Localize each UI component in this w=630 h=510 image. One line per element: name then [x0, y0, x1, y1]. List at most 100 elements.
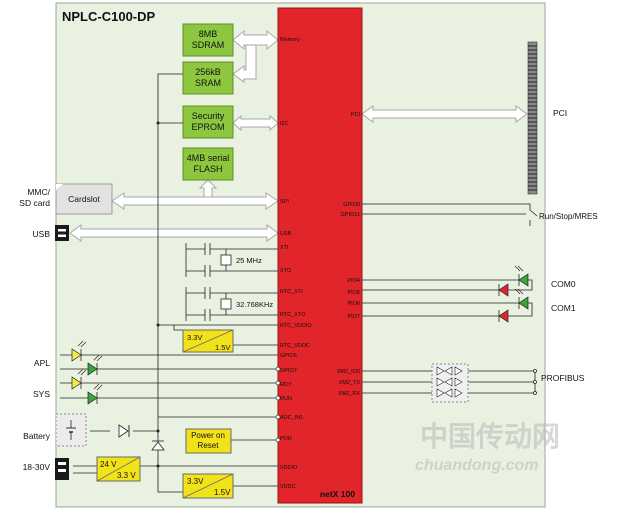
profibus-label: PROFIBUS [541, 373, 585, 383]
pin-pio6: PIO6 [347, 301, 360, 307]
svg-text:1.5V: 1.5V [214, 488, 231, 497]
pin-rtc-xti: RTC_XTI [280, 289, 303, 295]
svg-text:24 V: 24 V [100, 460, 117, 469]
pin-rdy: RDY [280, 382, 292, 388]
pin-pio7: PIO7 [347, 314, 360, 320]
apl-label: APL [34, 358, 50, 368]
svg-text:3.3 V: 3.3 V [117, 471, 136, 480]
svg-text:3.3V: 3.3V [187, 333, 202, 342]
svg-text:Power on: Power on [191, 431, 225, 440]
pin-rtc-vddc: RTC_VDDC [280, 343, 310, 349]
svg-text:256kB: 256kB [195, 67, 221, 77]
battery-label: Battery [23, 431, 51, 441]
battery-diode [118, 424, 130, 438]
pin-spi: SPI [280, 199, 289, 205]
sd-card-label: SD card [19, 198, 50, 208]
com0-led-red [498, 283, 509, 297]
svg-text:1.5V: 1.5V [215, 343, 230, 352]
crystal-25mhz: 25 MHz [220, 254, 262, 266]
run-stop-switch [362, 203, 538, 226]
supply-diode [151, 440, 165, 451]
com1-label: COM1 [551, 303, 576, 313]
pin-xm2-tx: XM2_TX [339, 380, 361, 386]
apl-led-yellow [71, 340, 87, 362]
main-core-regulator: 3.3V 1.5V [182, 473, 234, 499]
left-wiring [60, 73, 278, 493]
eprom-block: Security EPROM [182, 105, 234, 139]
pin-pio4: PIO4 [347, 278, 360, 284]
pin-por: POR [280, 436, 292, 442]
svg-text:8MB: 8MB [199, 29, 218, 39]
power-on-reset-block: Power on Reset [185, 428, 232, 454]
sram-block: 256kB SRAM [182, 61, 234, 95]
svg-text:4MB serial: 4MB serial [187, 153, 230, 163]
mmc-label: MMC/ [27, 187, 50, 197]
pin-gpio6: GPIO6 [280, 353, 297, 359]
pin-rtc-vddio: RTC_VDDIO [280, 323, 312, 329]
pin-memory: Memory [280, 37, 300, 43]
svg-text:Reset: Reset [198, 441, 220, 450]
svg-text:SRAM: SRAM [195, 78, 221, 88]
watermark-latin: chuandong.com [415, 457, 539, 474]
pin-run: RUN [280, 396, 292, 402]
watermark-cn: 中国传动网 [420, 421, 560, 452]
svg-text:32.768KHz: 32.768KHz [236, 300, 273, 309]
com0-label: COM0 [551, 279, 576, 289]
svg-text:FLASH: FLASH [193, 164, 222, 174]
right-pin-labels: PCI GPIO0 GPIO11 PIO4 PIO5 PIO6 PIO7 XM2… [337, 112, 361, 397]
pin-rtc-xto: RTC_XTO [280, 312, 306, 318]
pci-connector [527, 41, 538, 195]
flash-block: 4MB serial FLASH [182, 147, 234, 181]
rtc-regulator: 3.3V 1.5V [182, 329, 234, 353]
power-connector [55, 458, 69, 480]
netx-chip [277, 7, 363, 504]
com-wiring [362, 279, 533, 317]
pin-usb: USB [280, 231, 292, 237]
pin-xti: XTI [280, 245, 289, 251]
pci-connector-pins [528, 45, 537, 191]
pin-xm2-io0: XM2_IO0 [337, 369, 360, 375]
pin-xto: XTO [280, 268, 292, 274]
svg-text:Security: Security [192, 111, 225, 121]
com1-led-red [498, 309, 509, 323]
pin-gpio7: GPIO7 [280, 368, 297, 374]
svg-text:3.3V: 3.3V [187, 477, 204, 486]
pci-label: PCI [553, 108, 567, 118]
profibus-terminals [533, 369, 537, 395]
pin-gpio11: GPIO11 [341, 212, 360, 218]
battery-symbol [55, 413, 87, 447]
diagram-title: NPLC-C100-DP [62, 9, 156, 24]
main-io-regulator: 24 V 3.3 V [96, 456, 141, 482]
pin-gpio0: GPIO0 [343, 202, 360, 208]
sys-label: SYS [33, 389, 50, 399]
cardslot: Cardslot [55, 183, 113, 215]
svg-text:SDRAM: SDRAM [192, 40, 225, 50]
pin-vddio: VDDIO [280, 465, 298, 471]
sdram-block: 8MB SDRAM [182, 23, 234, 57]
pin-xm2-rx: XM2_RX [338, 391, 360, 397]
sram-bus-arrow [232, 44, 257, 83]
usb-connector [55, 225, 69, 241]
pin-pci: PCI [351, 112, 361, 118]
svg-text:25 MHz: 25 MHz [236, 256, 262, 265]
pin-junctions [275, 366, 281, 443]
pin-adc-in1: ADC_IN1 [280, 415, 303, 421]
sys-led-yellow [71, 368, 87, 390]
flash-spi-arrow [198, 179, 218, 198]
pin-pio5: PIO5 [347, 290, 360, 296]
crystal-rtc: 32.768KHz [220, 298, 273, 310]
com0-led-green [514, 265, 529, 287]
wire-dots [156, 121, 160, 468]
svg-text:EPROM: EPROM [191, 122, 224, 132]
profibus-transceiver [431, 363, 469, 403]
left-pin-labels: Memory I2C SPI USB XTI XTO RTC_XTI RTC_X… [280, 37, 312, 490]
com1-led-green [514, 288, 529, 310]
chip-name: netX 100 [320, 489, 355, 499]
pin-vddc: VDDC [280, 484, 296, 490]
pin-i2c: I2C [280, 121, 289, 127]
pci-bus-arrow [361, 105, 528, 123]
run-stop-label: Run/Stop/MRES [539, 212, 598, 221]
usb-label: USB [33, 229, 51, 239]
sys-led-green [87, 383, 103, 405]
